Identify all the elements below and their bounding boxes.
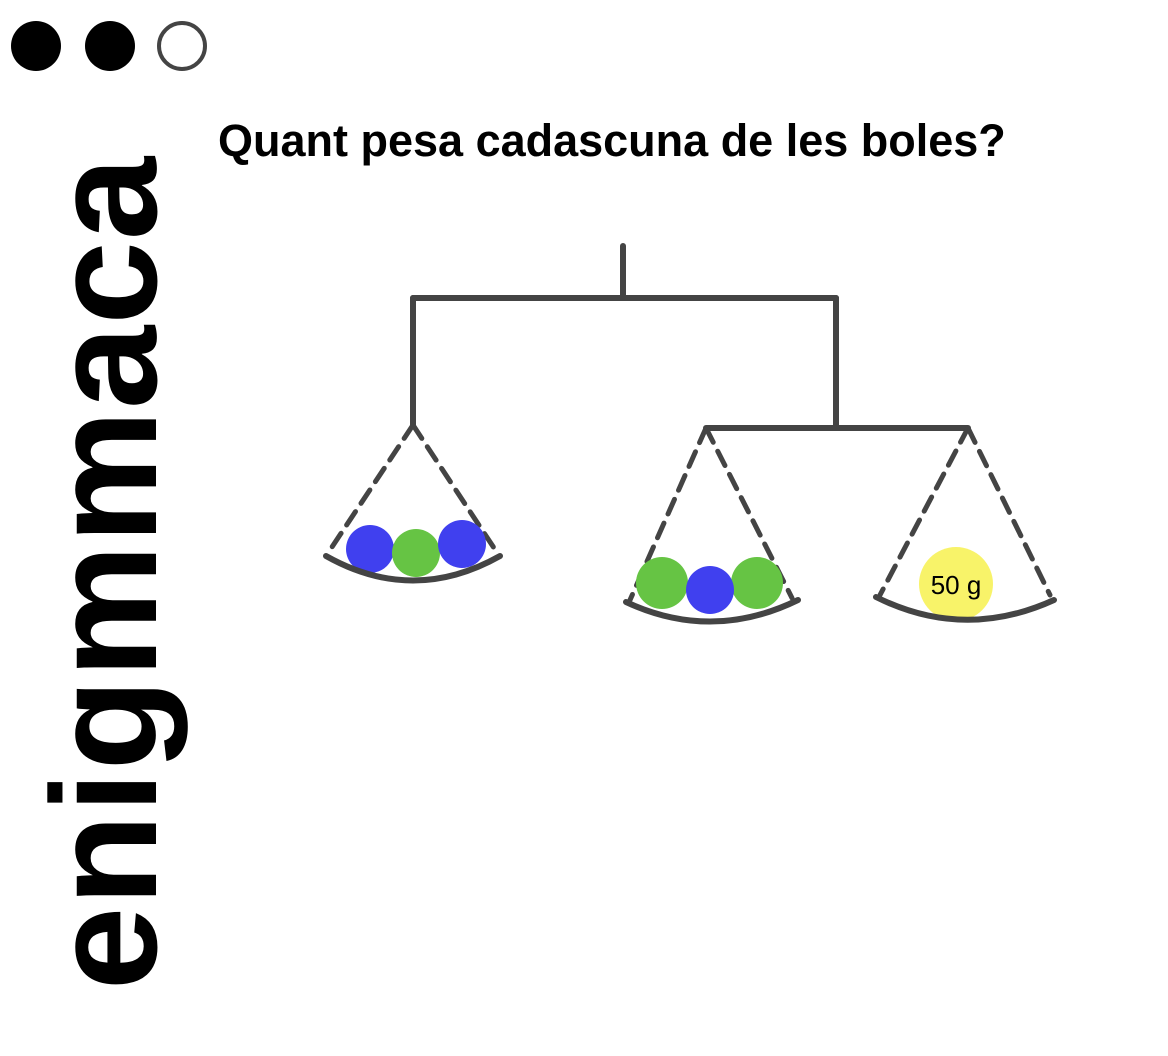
left-pan-string	[327, 422, 416, 553]
right-pan-string	[965, 425, 1053, 598]
progress-dot-empty	[157, 21, 207, 71]
left-pan-string	[410, 422, 497, 551]
right-pan	[873, 594, 1057, 623]
ball-blue	[438, 520, 486, 568]
ball-green	[731, 557, 783, 609]
left-pan	[323, 553, 503, 584]
puzzle-question: Quant pesa cadascuna de les boles?	[218, 115, 1006, 166]
progress-dot-filled	[11, 21, 61, 71]
ball-green	[392, 529, 440, 577]
middle-pan	[623, 597, 801, 625]
ball-yellow	[919, 547, 993, 621]
progress-dots	[11, 21, 207, 71]
ball-blue	[686, 566, 734, 614]
weight-label: 50 g	[931, 570, 982, 600]
right-pan-string	[877, 425, 971, 598]
ball-blue	[346, 525, 394, 573]
ball-green	[636, 557, 688, 609]
progress-dot-filled	[85, 21, 135, 71]
